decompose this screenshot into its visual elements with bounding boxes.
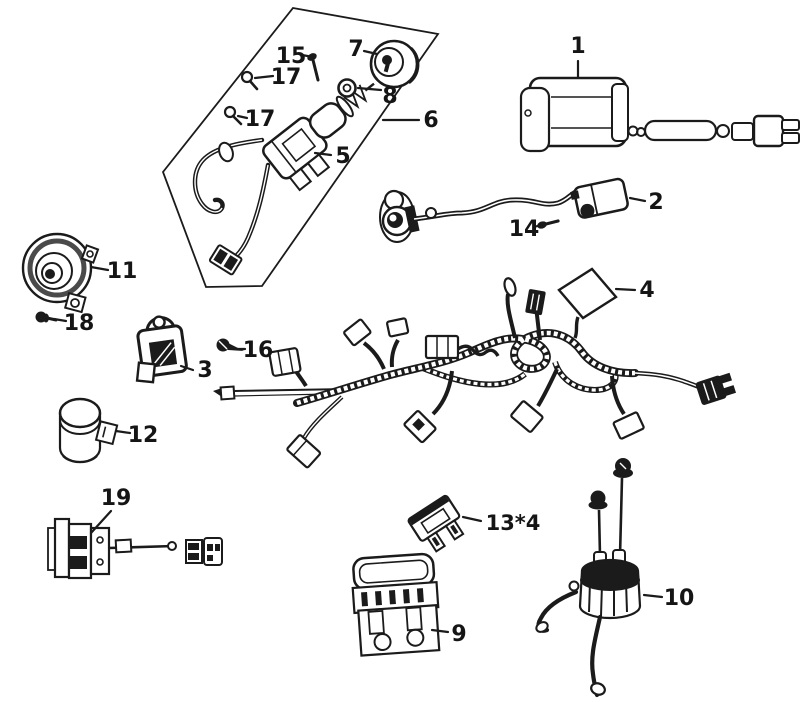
- callout-label-6: 6: [423, 108, 438, 133]
- harness-end-connector: [695, 372, 737, 405]
- wire-grommet: [218, 141, 234, 163]
- part-4-unit: [557, 267, 618, 339]
- callout-9: 9: [430, 622, 467, 647]
- screw-17-lower: [223, 105, 243, 126]
- callout-5: 5: [313, 144, 351, 169]
- part-cdi-unit: [519, 76, 800, 153]
- callout-14: 14: [509, 217, 543, 242]
- leader-line-2: [628, 196, 647, 203]
- callout-7: 7: [348, 37, 379, 62]
- callout-label-7: 7: [348, 37, 363, 62]
- part-flasher-relay: [58, 397, 119, 464]
- callout-label-13: 13*4: [486, 511, 541, 535]
- callout-label-18: 18: [64, 311, 95, 336]
- callout-17-upper: 17: [253, 65, 302, 90]
- part-regulator: [535, 458, 642, 698]
- callout-18: 18: [52, 311, 95, 336]
- cdi-cable: [627, 114, 800, 148]
- callout-label-19: 19: [101, 486, 132, 511]
- harness-mid-connector: [424, 334, 460, 360]
- callout-label-5: 5: [335, 144, 350, 169]
- part-main-switch-assembly: [47, 517, 223, 580]
- callout-1: 1: [570, 34, 586, 79]
- callout-15: 15: [276, 44, 315, 69]
- leader-line-18: [52, 317, 68, 323]
- leader-line-3: [179, 364, 195, 372]
- switch-connector: [208, 244, 243, 276]
- leader-line-17-upper: [253, 74, 275, 80]
- part-horn: [21, 232, 100, 314]
- part-cap-nut: [337, 78, 357, 98]
- part-ignition-switch: [192, 82, 375, 276]
- leader-line-7: [362, 49, 379, 56]
- callout-13: 13*4: [461, 511, 541, 535]
- callout-11: 11: [89, 259, 138, 284]
- leader-line-13: [461, 515, 483, 523]
- callouts: 1 2 3 4 5 6 7 8: [52, 34, 695, 647]
- callout-label-11: 11: [107, 259, 138, 284]
- callout-6: 6: [381, 108, 439, 133]
- callout-label-1: 1: [570, 34, 585, 59]
- regulator-bolt-lower: [588, 490, 608, 557]
- part-fuse-box: [351, 552, 441, 657]
- callout-label-17-upper: 17: [271, 65, 302, 90]
- leader-line-11: [89, 265, 110, 272]
- part-switch-cap: [369, 39, 420, 89]
- leader-line-12: [114, 429, 132, 435]
- leader-line-19: [89, 509, 113, 535]
- callout-label-9: 9: [451, 622, 466, 647]
- callout-8: 8: [356, 84, 398, 109]
- part-relay: [135, 315, 188, 384]
- callout-label-17-lower: 17: [245, 107, 276, 132]
- leader-line-14: [532, 223, 543, 229]
- harness-trunk: [293, 329, 639, 407]
- callout-label-2: 2: [648, 190, 663, 215]
- callout-label-10: 10: [664, 586, 695, 611]
- callout-label-4: 4: [639, 278, 654, 303]
- part-fuse: [407, 494, 465, 553]
- callout-2: 2: [628, 190, 664, 215]
- callout-12: 12: [114, 423, 159, 448]
- switch-rod-connector: [185, 537, 223, 566]
- callout-label-15: 15: [276, 44, 307, 69]
- leader-line-15: [300, 53, 315, 59]
- callout-label-8: 8: [382, 84, 397, 109]
- regulator-bolt-upper: [613, 458, 633, 557]
- harness-connector-a: [268, 347, 302, 377]
- leader-line-5: [313, 151, 333, 157]
- callout-10: 10: [642, 586, 695, 611]
- leader-line-8: [356, 86, 383, 92]
- callout-label-3: 3: [197, 358, 212, 383]
- keyhole-icon: [382, 55, 392, 65]
- screw-17-upper: [240, 70, 259, 91]
- leader-line-17-lower: [236, 114, 249, 120]
- leader-line-4: [614, 287, 637, 292]
- leader-line-9: [430, 628, 450, 634]
- callout-label-16: 16: [243, 338, 274, 363]
- callout-4: 4: [614, 278, 655, 303]
- callout-label-14: 14: [509, 217, 540, 242]
- bolt-18: [35, 311, 58, 323]
- leader-line-10: [642, 593, 664, 599]
- part-wire-harness: [213, 267, 737, 469]
- callout-label-12: 12: [128, 423, 159, 448]
- callout-19: 19: [89, 486, 132, 535]
- part-ignition-coil: [379, 177, 629, 243]
- callout-17-lower: 17: [236, 107, 276, 132]
- callout-3: 3: [179, 358, 213, 383]
- callout-16: 16: [233, 338, 274, 363]
- coil-body: [570, 177, 629, 219]
